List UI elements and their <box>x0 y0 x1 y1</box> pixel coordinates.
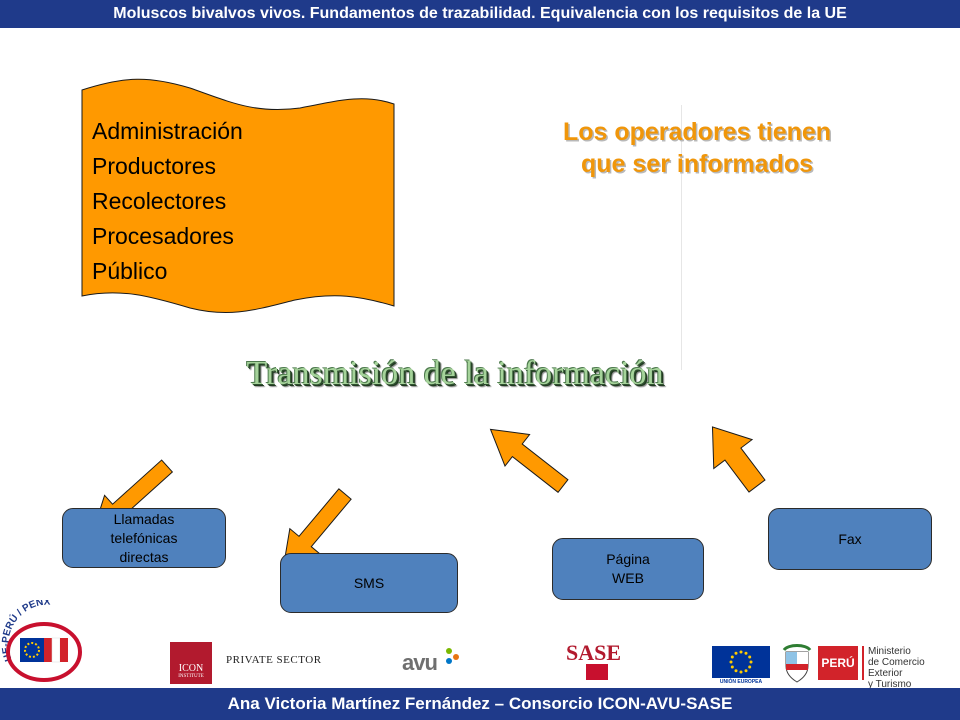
presentation-title: Moluscos bivalvos vivos. Fundamentos de … <box>113 5 847 22</box>
icon-logo-main: ICON <box>178 663 204 674</box>
eu-logo: UNIÓN EUROPEA <box>712 646 770 686</box>
ue-peru-penx-logo: UE-PERÚ / PENX <box>1 600 82 682</box>
diagram-title: Transmisión de la información <box>246 355 664 392</box>
callout-line-1: Los operadores tienen <box>562 118 832 146</box>
stakeholder-item: Público <box>92 258 168 284</box>
stakeholder-item: Recolectores <box>92 188 227 214</box>
divider-line <box>681 105 682 370</box>
avu-dot-icon <box>446 648 452 654</box>
stakeholders-wave-shape <box>80 78 396 318</box>
channel-label: directas <box>119 548 169 565</box>
peru-brand-block: PERÚ <box>818 646 858 680</box>
header-bar: Moluscos bivalvos vivos. Fundamentos de … <box>0 0 960 28</box>
channel-box-fax: Fax <box>768 508 932 570</box>
channel-label: WEB <box>612 570 644 586</box>
channel-label: Página <box>606 551 650 567</box>
channel-label: SMS <box>353 574 385 591</box>
channel-label: Llamadas <box>113 510 175 527</box>
channel-box-web: Página WEB <box>552 538 704 600</box>
ministerio-line: Ministerio <box>868 646 911 657</box>
eu-flag-icon <box>712 646 770 678</box>
ministerio-line: de Comercio Exterior <box>868 657 925 679</box>
avu-dot-icon <box>453 654 459 660</box>
stakeholder-item: Procesadores <box>92 223 234 249</box>
eu-label: UNIÓN EUROPEA <box>719 679 763 685</box>
arrow-to-fax <box>711 426 766 493</box>
footer-bar: Ana Victoria Martínez Fernández – Consor… <box>0 688 960 720</box>
icon-institute-logo: ICON INSTITUTE <box>170 642 212 684</box>
callout-line-2: que ser informados <box>581 150 813 178</box>
channel-label: Fax <box>838 530 862 547</box>
ministerio-label: Ministerio de Comercio Exterior y Turism… <box>862 646 960 690</box>
stakeholder-item: Administración <box>92 118 243 144</box>
peru-shield-icon <box>782 644 812 683</box>
operators-callout: Los operadores tienen que ser informados <box>512 116 882 180</box>
channel-box-calls: Llamadas telefónicas directas <box>62 508 226 568</box>
channel-label: telefónicas <box>110 529 178 546</box>
arrow-to-sms <box>282 488 352 569</box>
avu-logo: avu <box>402 644 462 680</box>
stakeholder-list: Administración Productores Recolectores … <box>92 114 243 289</box>
arrow-to-web <box>489 428 569 494</box>
avu-logo-text: avu <box>402 650 438 675</box>
stakeholder-item: Productores <box>92 153 217 179</box>
footer-author: Ana Victoria Martínez Fernández – Consor… <box>227 694 733 713</box>
avu-dot-icon <box>446 658 452 664</box>
private-sector-label: PRIVATE SECTOR <box>226 654 322 666</box>
sase-strip-icon <box>586 664 608 680</box>
sase-logo-text: SASE <box>566 640 622 665</box>
ministerio-line: y Turismo <box>868 679 912 690</box>
icon-logo-sub: INSTITUTE <box>178 674 204 679</box>
channel-box-sms: SMS <box>280 553 458 613</box>
sase-logo: SASE <box>566 640 621 684</box>
